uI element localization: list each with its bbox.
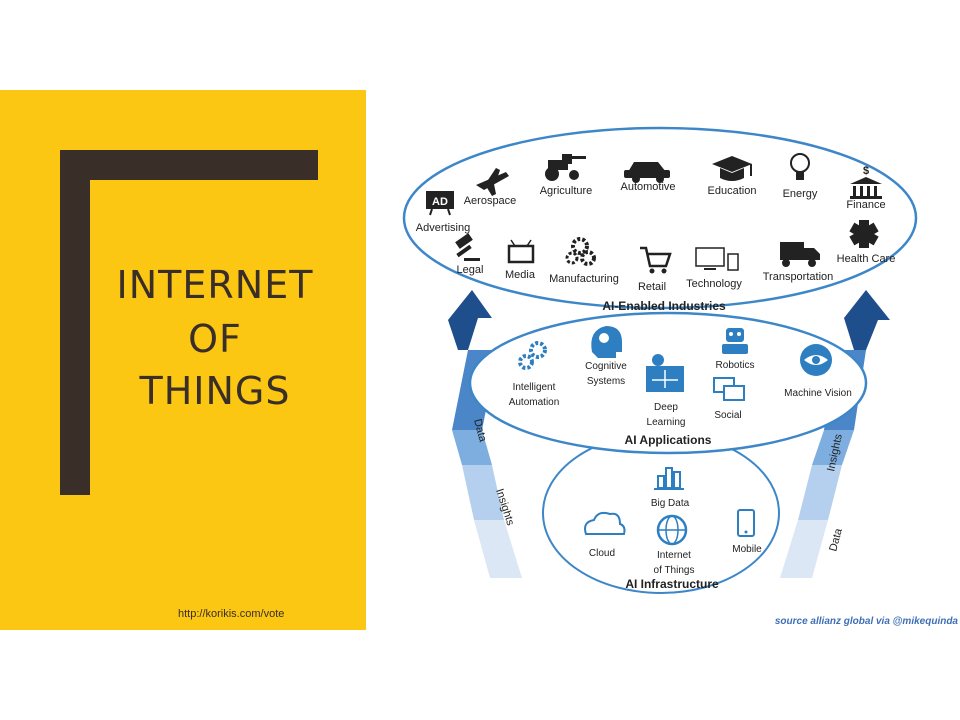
app-cognitive-systems-line1: Cognitive <box>585 361 627 372</box>
bar-chart-icon <box>654 467 684 490</box>
title-panel: INTERNET OF THINGS http://korikis.com/vo… <box>0 90 366 630</box>
cloud-icon <box>584 511 626 535</box>
brain-head-icon <box>591 326 622 358</box>
bracket-horizontal-bar <box>60 150 318 180</box>
gavel-icon <box>455 233 480 261</box>
industry-finance: Finance <box>846 199 885 211</box>
flow-band-left <box>448 290 522 578</box>
deep-learning-icon <box>646 354 684 392</box>
truck-icon <box>780 242 820 267</box>
applications-title: AI Applications <box>625 433 712 447</box>
devices-icon <box>695 247 739 271</box>
infra-cloud: Cloud <box>589 548 615 559</box>
title-line-3: THINGS <box>139 369 291 413</box>
airplane-icon <box>476 168 509 196</box>
tractor-icon <box>545 154 586 181</box>
industry-media: Media <box>505 269 536 281</box>
graduation-cap-icon <box>712 156 752 181</box>
cart-icon <box>640 246 672 274</box>
infra-big-data: Big Data <box>651 498 690 509</box>
infra-iot-line1: Internet <box>657 550 691 561</box>
ai-stack-diagram: Data Insights Insights Data AD Advertisi… <box>366 90 960 630</box>
mobile-phone-icon <box>737 509 755 537</box>
bank-icon: $ <box>850 165 882 199</box>
app-cognitive-systems-line2: Systems <box>587 376 625 387</box>
app-deep-learning-line1: Deep <box>654 402 678 413</box>
chat-bubbles-icon <box>713 377 745 401</box>
tv-icon <box>507 239 535 264</box>
app-intelligent-automation-line2: Automation <box>509 397 560 408</box>
flow-label-right-data: Data <box>827 526 845 552</box>
lightbulb-icon <box>790 153 810 180</box>
app-robotics: Robotics <box>716 360 755 371</box>
industry-health-care: Health Care <box>837 253 896 265</box>
industry-manufacturing: Manufacturing <box>549 273 619 285</box>
title-line-1: INTERNET <box>116 263 314 307</box>
app-deep-learning-line2: Learning <box>647 417 686 428</box>
svg-text:$: $ <box>863 165 869 177</box>
industry-aerospace: Aerospace <box>464 195 517 207</box>
automation-gears-icon <box>518 341 547 370</box>
app-machine-vision: Machine Vision <box>784 388 852 399</box>
industry-transportation: Transportation <box>763 271 834 283</box>
industry-legal: Legal <box>457 264 484 276</box>
app-social: Social <box>714 410 741 421</box>
svg-text:AD: AD <box>432 196 448 208</box>
app-intelligent-automation-line1: Intelligent <box>513 382 556 393</box>
infra-mobile: Mobile <box>732 544 762 555</box>
industries-title: AI-Enabled Industries <box>602 299 726 313</box>
industry-agriculture: Agriculture <box>540 185 593 197</box>
arrow-up-right <box>844 290 890 350</box>
flow-band-right <box>780 290 890 578</box>
vote-url[interactable]: http://korikis.com/vote <box>178 608 285 620</box>
industry-advertising: Advertising <box>416 222 470 234</box>
industry-automotive: Automotive <box>620 181 675 193</box>
infra-iot-line2: of Things <box>654 565 695 576</box>
car-icon <box>624 162 670 183</box>
industry-retail: Retail <box>638 281 666 293</box>
source-credit: source allianz global via @mikequinda <box>775 616 959 627</box>
robot-icon <box>722 328 748 354</box>
infrastructure-title: AI Infrastructure <box>625 577 719 591</box>
eye-icon <box>800 344 832 376</box>
industry-education: Education <box>708 185 757 197</box>
star-of-life-icon <box>849 220 879 248</box>
bracket-vertical-bar <box>60 150 90 495</box>
industry-energy: Energy <box>783 188 818 200</box>
title-line-2: OF <box>188 317 242 361</box>
industry-technology: Technology <box>686 278 742 290</box>
gears-icon <box>565 237 596 266</box>
arrow-up-left <box>448 290 492 350</box>
globe-network-icon <box>656 514 688 546</box>
ad-icon: AD <box>426 191 454 216</box>
